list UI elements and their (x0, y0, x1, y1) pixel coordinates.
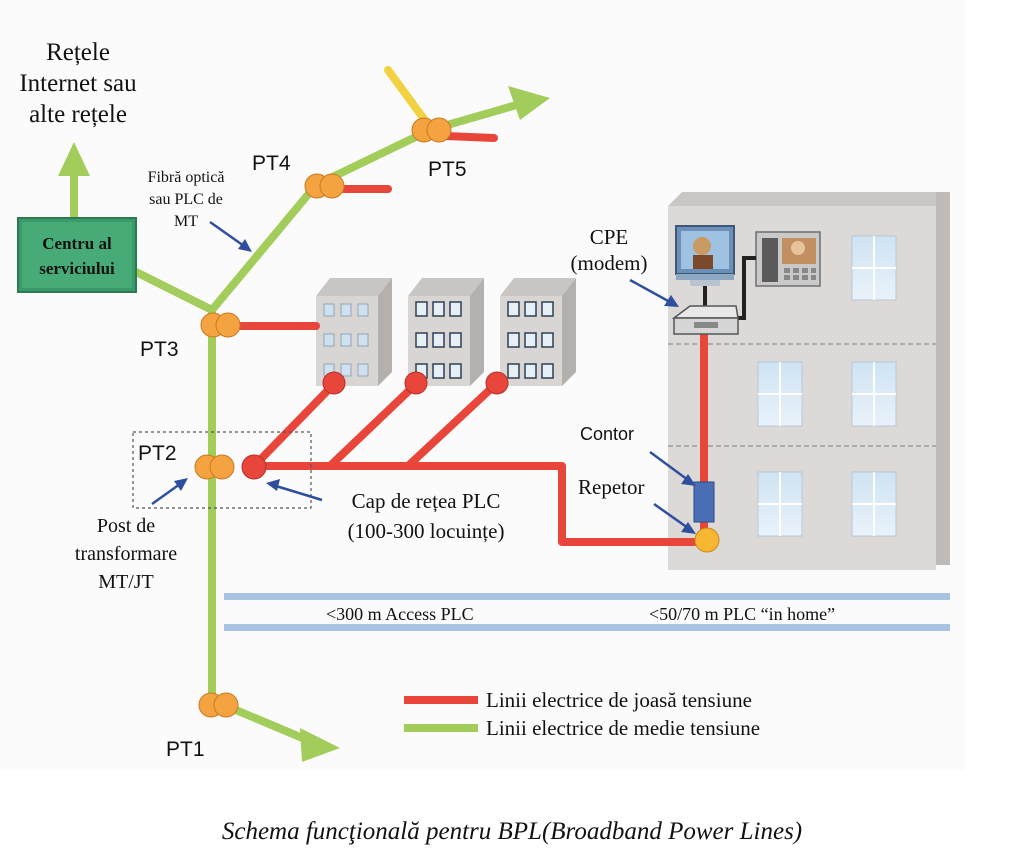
legend-medium-voltage: Linii electrice de medie tensiune (486, 716, 760, 740)
plc-head-node (241, 454, 267, 480)
plc-node (322, 371, 346, 395)
videophone-icon (755, 231, 821, 287)
arrow-to-networks (58, 142, 90, 176)
plc-node (485, 371, 509, 395)
arrow-pt1-out (300, 728, 340, 762)
contor-meter-icon (693, 481, 715, 523)
in-home-plc-label: <50/70 m PLC “in home” (649, 604, 835, 624)
networks-label-line-2: Internet sau (19, 70, 137, 97)
house-window (757, 471, 803, 537)
cpe-label-line-1: CPE (590, 225, 629, 249)
transformer-pt5 (411, 117, 452, 143)
plc-head-label-line-2: (100-300 locuințe) (348, 519, 505, 543)
house-window (851, 235, 897, 301)
transformer-pt1 (198, 692, 239, 718)
pt5-label: PT5 (428, 158, 467, 181)
networks-label-line-1: Rețele (46, 39, 110, 66)
pt1-label: PT1 (166, 738, 205, 761)
apartment-building-3 (500, 278, 576, 386)
transformer-pt4 (304, 173, 345, 199)
plc-node (404, 371, 428, 395)
service-center: Centru al serviciului (17, 217, 137, 293)
apartment-building-1 (316, 278, 392, 386)
post-label-line-1: Post de (97, 515, 155, 537)
fiber-label-line-2: sau PLC de (149, 191, 223, 208)
in-home-plc-band (224, 624, 950, 631)
post-label-line-2: transformare (75, 543, 177, 565)
legend: Linii electrice de joasă tensiune Linii … (404, 688, 760, 740)
house-window (757, 361, 803, 427)
computer-monitor-icon (675, 225, 735, 286)
networks-label-line-3: alte rețele (29, 101, 127, 128)
pt2-label: PT2 (138, 442, 177, 465)
repetor-icon (694, 527, 720, 553)
cpe-label-line-2: (modem) (571, 251, 648, 275)
apartment-building-2 (408, 278, 484, 386)
plc-head-label-line-1: Cap de rețea PLC (352, 489, 501, 513)
transformer-pt3 (200, 312, 241, 338)
access-plc-label: <300 m Access PLC (326, 604, 474, 624)
pt4-label: PT4 (252, 152, 291, 175)
fiber-label-line-1: Fibră optică (148, 169, 225, 186)
arrow-pt5-out (508, 86, 550, 120)
medium-voltage-lines (70, 100, 524, 746)
access-plc-band (224, 593, 950, 600)
figure-caption: Schema funcţională pentru BPL(Broadband … (221, 818, 803, 845)
contor-label: Contor (580, 424, 634, 444)
repetor-label: Repetor (578, 475, 644, 499)
transformer-pt2 (194, 454, 235, 480)
post-label-line-3: MT/JT (98, 571, 154, 593)
house-window (851, 471, 897, 537)
pointer-arrows (151, 220, 696, 534)
cable-phone-modem (736, 256, 756, 320)
legend-low-voltage: Linii electrice de joasă tensiune (486, 688, 752, 712)
fiber-label-line-3: MT (174, 213, 198, 230)
service-center-line-2: serviciului (39, 259, 115, 278)
service-center-line-1: Centru al (42, 234, 112, 253)
modem-icon (671, 305, 739, 335)
house-window (851, 361, 897, 427)
pt3-label: PT3 (140, 338, 179, 361)
pt2-dashed-box (132, 431, 312, 509)
